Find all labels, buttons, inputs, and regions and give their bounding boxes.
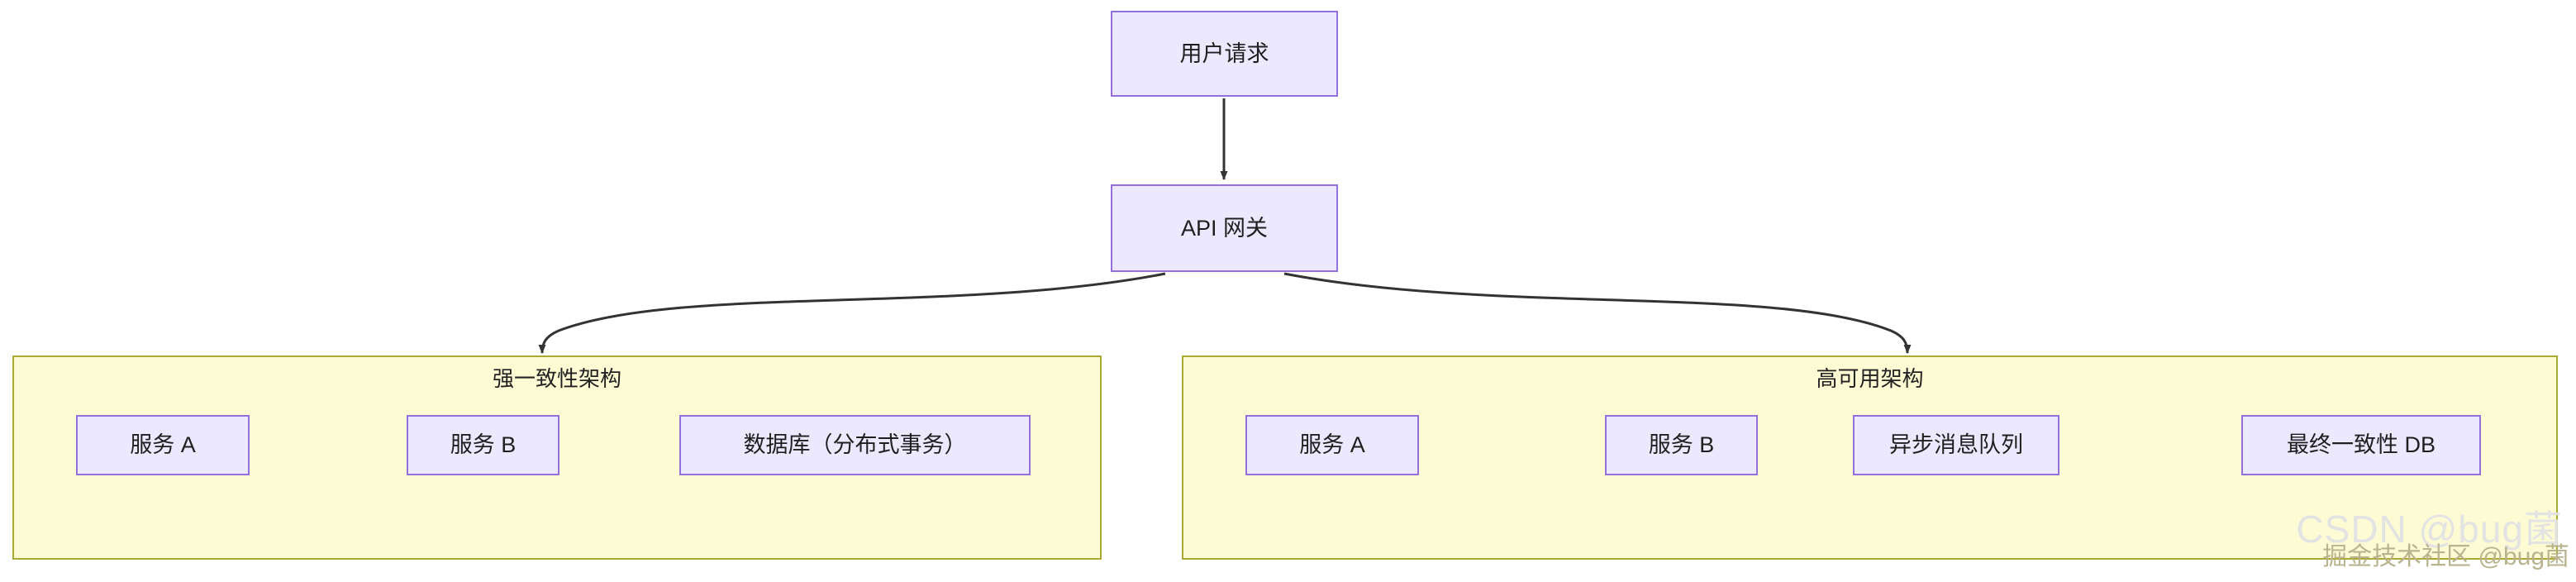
group-strong-consistency[interactable]: 强一致性架构 服务 A 服务 B 数据库（分布式事务）: [12, 355, 1102, 560]
node-user-request[interactable]: 用户请求: [1111, 11, 1338, 97]
node-ha-eventual-db-label: 最终一致性 DB: [2286, 432, 2436, 458]
node-user-request-label: 用户请求: [1179, 41, 1269, 66]
node-ha-message-queue-label: 异步消息队列: [1889, 432, 2023, 458]
group-strong-consistency-label: 强一致性架构: [492, 366, 621, 391]
node-ha-service-a-label: 服务 A: [1299, 432, 1365, 458]
node-ha-service-b[interactable]: 服务 B: [1605, 415, 1758, 475]
edge-api-gateway-to-strong-consistency: [538, 272, 1166, 354]
node-ha-eventual-db[interactable]: 最终一致性 DB: [2241, 415, 2481, 475]
node-sc-database[interactable]: 数据库（分布式事务）: [679, 415, 1031, 475]
watermark-csdn: CSDN @bug菌: [2296, 508, 2563, 551]
node-sc-service-a[interactable]: 服务 A: [76, 415, 250, 475]
node-sc-service-a-label: 服务 A: [130, 432, 196, 458]
node-sc-service-b-label: 服务 B: [450, 432, 517, 458]
node-ha-message-queue[interactable]: 异步消息队列: [1853, 415, 2059, 475]
group-high-availability[interactable]: 高可用架构 服务 A 服务 B 异步消息队列 最终一致性 DB: [1182, 355, 2558, 560]
node-sc-database-label: 数据库（分布式事务）: [743, 432, 967, 458]
node-sc-service-b[interactable]: 服务 B: [407, 415, 559, 475]
node-api-gateway[interactable]: API 网关: [1111, 184, 1338, 272]
group-high-availability-label: 高可用架构: [1816, 366, 1924, 391]
node-api-gateway-label: API 网关: [1180, 215, 1269, 241]
node-ha-service-a[interactable]: 服务 A: [1245, 415, 1419, 475]
watermark-juejin: 掘金技术社区 @bug菌: [2322, 543, 2569, 570]
edge-api-gateway-to-high-availability: [1283, 272, 1912, 354]
node-ha-service-b-label: 服务 B: [1648, 432, 1715, 458]
